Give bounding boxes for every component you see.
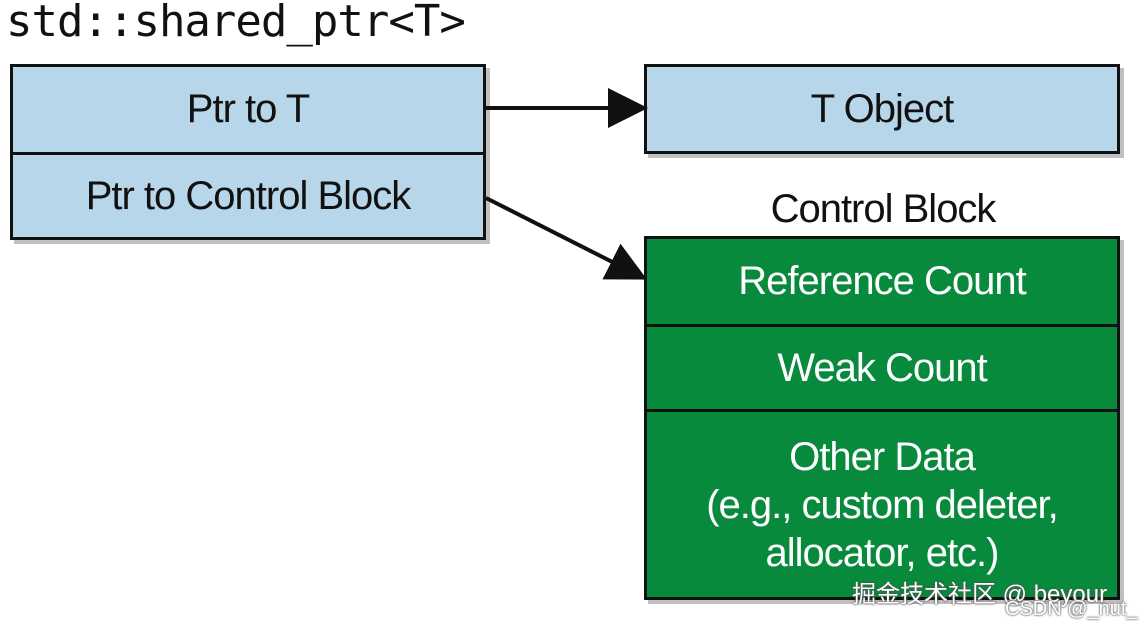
t-object-label: T Object [810,86,954,131]
control-block-heading: Control Block [770,186,997,231]
other-data-cell: Other Data (e.g., custom deleter, alloca… [647,409,1117,597]
watermark-csdn: CSDN @_nut_ [1005,598,1138,620]
other-data-line1: Other Data [789,434,976,479]
weak-count-cell: Weak Count [647,324,1117,409]
other-data-line2: (e.g., custom deleter, [706,482,1059,527]
ptr-to-t-field: Ptr to T [13,67,483,152]
diagram-title: std::shared_ptr<T> [6,0,466,47]
shared-ptr-box: Ptr to T Ptr to Control Block [10,64,486,240]
reference-count-cell: Reference Count [647,239,1117,324]
ptr-to-t-label: Ptr to T [186,87,310,131]
t-object-box: T Object [644,64,1120,154]
ptr-to-control-block-label: Ptr to Control Block [85,173,412,218]
watermark-juejin: 掘金技术社区 @ beyour [852,581,1108,608]
control-block-box: Reference Count Weak Count Other Data (e… [644,236,1120,600]
reference-count-label: Reference Count [738,259,1026,303]
other-data-line3: allocator, etc.) [765,530,999,575]
ptr-to-control-block-field: Ptr to Control Block [13,152,483,237]
arrow-to-control-block [485,196,648,280]
weak-count-label: Weak Count [777,345,987,390]
t-object-cell: T Object [647,67,1117,151]
